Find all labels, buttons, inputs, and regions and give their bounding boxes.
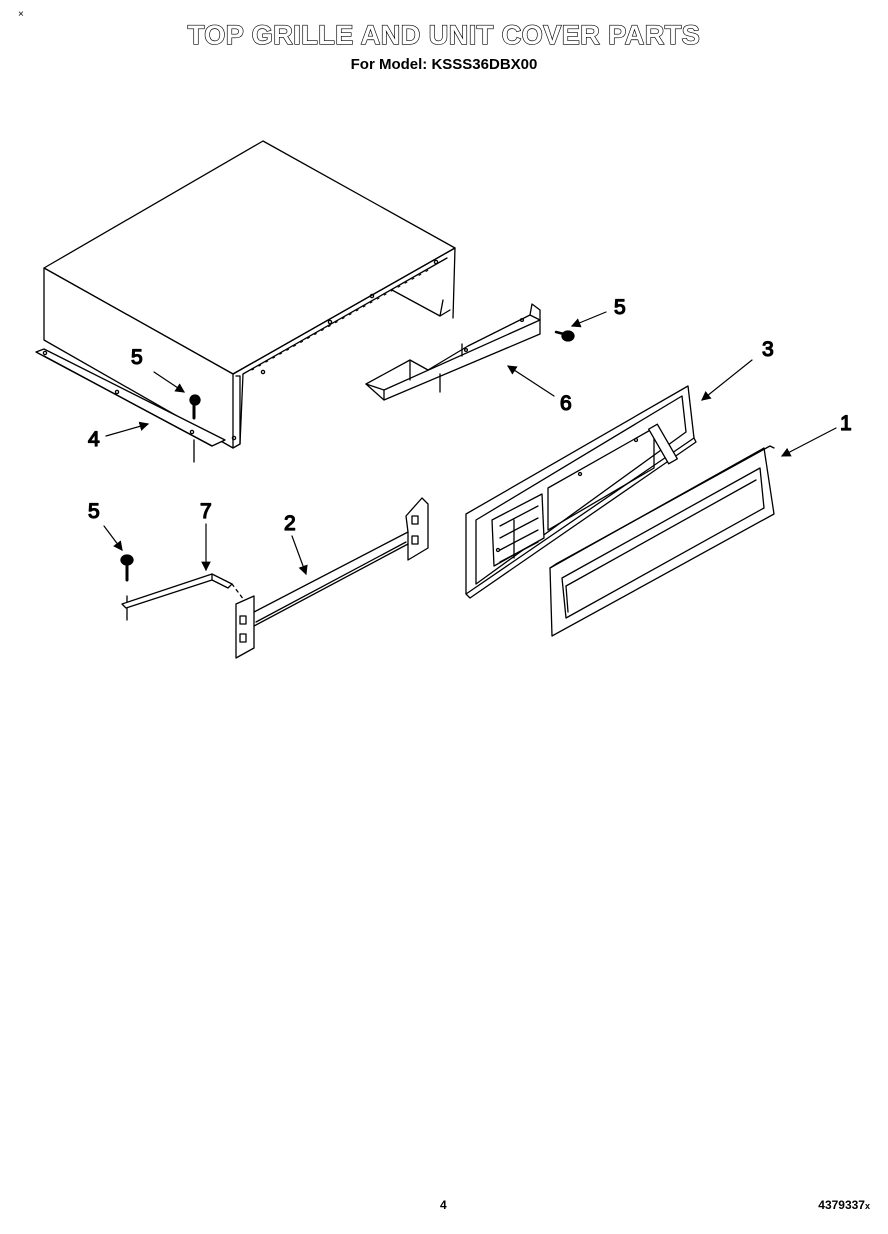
document-number-value: 4379337: [818, 1198, 865, 1212]
unit-cover-part: [43, 140, 456, 449]
screw-icon: [120, 554, 134, 621]
bottom-flange-part: [35, 348, 226, 447]
model-subtitle: For Model: KSSS36DBX00: [350, 56, 538, 73]
document-number-suffix: x: [864, 1201, 870, 1211]
callout-label-5: 5: [88, 500, 100, 523]
support-strap-part: [121, 573, 245, 609]
screw-icon: [554, 330, 575, 342]
callout-label-3: 3: [762, 338, 774, 361]
callout-label-4: 4: [88, 428, 100, 451]
grille-panel-part: [465, 385, 697, 599]
page-title: TOP GRILLE AND UNIT COVER PARTS: [187, 19, 701, 50]
grille-bracket-part: [235, 497, 429, 659]
callout-label-6: 6: [560, 392, 572, 415]
callout-label-1: 1: [840, 412, 852, 435]
document-number: 4379337x: [818, 1198, 870, 1212]
callout-label-7: 7: [200, 500, 212, 523]
trim-frame-part: [549, 445, 775, 637]
corner-mark: ×: [18, 9, 24, 20]
cover-bracket-part: [365, 303, 541, 401]
screw-icon: [189, 394, 201, 463]
page-number: 4: [440, 1198, 447, 1212]
callout-label-2: 2: [284, 512, 296, 535]
leader-arrows: [103, 311, 837, 576]
callout-label-5: 5: [131, 346, 143, 369]
callout-label-5: 5: [614, 296, 626, 319]
